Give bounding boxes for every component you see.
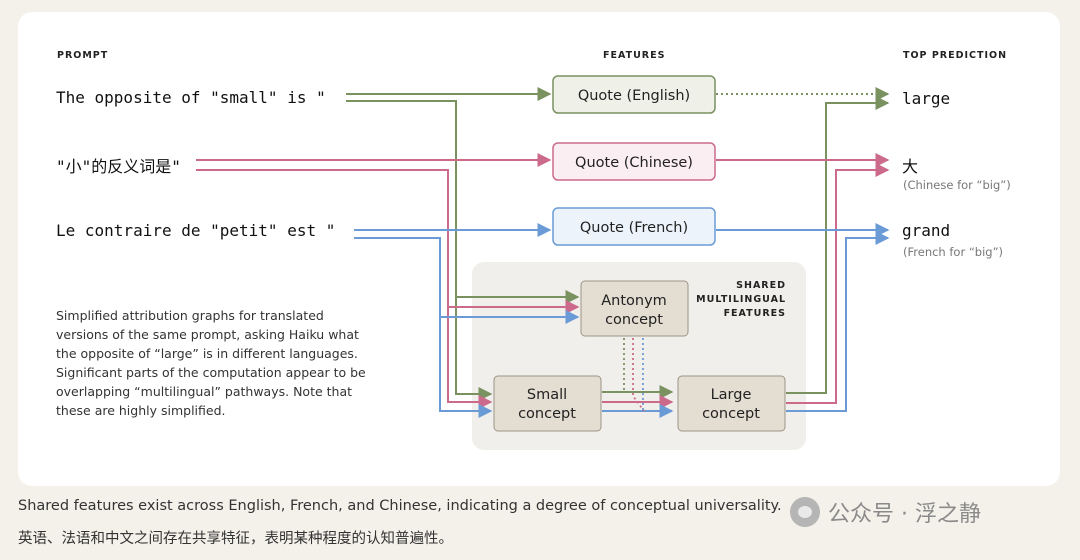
antonym-concept-box xyxy=(580,280,689,337)
prediction-da-note: (Chinese for “big”) xyxy=(903,178,1011,192)
large-concept-line2: concept xyxy=(702,406,760,422)
prompt-header: PROMPT xyxy=(57,50,109,61)
watermark: 公众号 · 浮之静 xyxy=(790,496,981,528)
large-concept-line1: Large xyxy=(711,387,752,403)
quote-chinese-label: Quote (Chinese) xyxy=(575,155,693,171)
watermark-text: 公众号 · 浮之静 xyxy=(828,502,981,527)
chinese-to-small-arrow xyxy=(196,169,493,409)
shared-label-line3: FEATURES xyxy=(723,308,786,319)
prediction-da: 大 xyxy=(902,157,919,176)
french-paths xyxy=(354,223,890,418)
figure-description: Simplified attribution graphs for transl… xyxy=(56,308,366,418)
quote-chinese-box xyxy=(552,142,716,181)
quote-english-label: Quote (English) xyxy=(578,88,690,104)
quote-french-label: Quote (French) xyxy=(580,220,688,236)
caption-english: Shared features exist across English, Fr… xyxy=(18,498,782,514)
prompt-french: Le contraire de "petit" est " xyxy=(56,221,336,240)
quote-english-box xyxy=(552,75,716,114)
shared-label-line1: SHARED xyxy=(736,280,786,291)
english-paths xyxy=(346,87,890,401)
antonym-concept-line2: concept xyxy=(605,312,663,328)
english-to-small-arrow xyxy=(346,100,493,401)
wechat-icon xyxy=(790,497,820,527)
prediction-grand: grand xyxy=(902,221,951,240)
antonym-concept-line1: Antonym xyxy=(601,293,667,309)
features-header: FEATURES xyxy=(603,50,666,61)
prompt-english: The opposite of "small" is " xyxy=(56,88,326,107)
prediction-grand-note: (French for “big”) xyxy=(903,245,1004,259)
chinese-large-to-prediction-arrow xyxy=(786,163,890,404)
antonym-influence-lines xyxy=(623,338,672,412)
large-concept-box xyxy=(677,375,786,432)
english-large-to-prediction-arrow xyxy=(786,96,890,394)
shared-multilingual-label: SHARED MULTILINGUAL FEATURES xyxy=(686,279,786,321)
french-to-small-arrow xyxy=(354,237,493,418)
small-concept-line1: Small xyxy=(527,387,567,403)
prompt-chinese: "小"的反义词是" xyxy=(56,157,181,176)
small-concept-box xyxy=(493,375,602,432)
shared-label-line2: MULTILINGUAL xyxy=(696,294,786,305)
top-prediction-header: TOP PREDICTION xyxy=(903,50,1008,61)
small-concept-line2: concept xyxy=(518,406,576,422)
chinese-paths xyxy=(196,153,890,409)
prediction-large: large xyxy=(902,89,951,108)
french-large-to-prediction-arrow xyxy=(786,231,890,412)
quote-french-box xyxy=(552,207,716,246)
caption-chinese: 英语、法语和中文之间存在共享特征，表明某种程度的认知普遍性。 xyxy=(18,531,453,547)
